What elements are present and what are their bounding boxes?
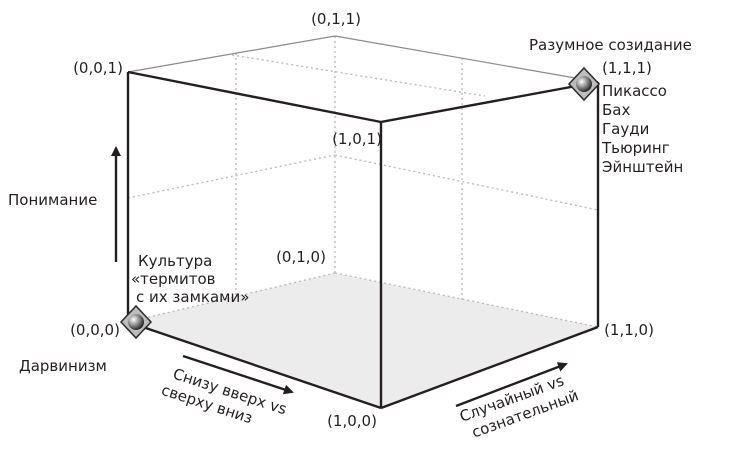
random-conscious-arrow xyxy=(455,362,568,408)
vertex-label-100: (1,0,0) xyxy=(327,412,377,430)
axis-label-understanding: Понимание xyxy=(8,191,97,209)
creator-picasso: Пикассо xyxy=(602,82,667,100)
back-top-edges xyxy=(127,35,599,83)
marker-origin xyxy=(119,304,153,340)
marker-top xyxy=(567,66,601,102)
label-darwinism: Дарвинизм xyxy=(19,357,107,375)
vertex-label-101: (1,0,1) xyxy=(332,130,382,148)
label-intelligent-design: Разумное созидание xyxy=(529,36,692,54)
vertex-label-011: (0,1,1) xyxy=(311,10,361,28)
termites-line1: Культура xyxy=(138,252,212,270)
creator-einstein: Эйнштейн xyxy=(602,158,683,176)
cube-floor xyxy=(128,273,598,408)
label-creators-list: Пикассо Бах Гауди Тьюринг Эйнштейн xyxy=(601,82,683,176)
creator-turing: Тьюринг xyxy=(601,139,670,157)
termites-line3: с их замками» xyxy=(136,288,249,306)
vertex-label-001: (0,0,1) xyxy=(73,59,123,77)
axis-label-random-conscious: Случайный vs сознательный xyxy=(457,368,581,443)
bottom-up-arrow xyxy=(182,354,294,395)
vertex-label-111: (1,1,1) xyxy=(602,59,652,77)
visible-edges xyxy=(126,70,600,410)
vertex-label-110: (1,1,0) xyxy=(604,321,654,339)
creator-gaudi: Гауди xyxy=(602,120,649,138)
vertex-label-000: (0,0,0) xyxy=(70,321,120,339)
vertex-label-010: (0,1,0) xyxy=(276,248,326,266)
axis-label-bottom-up: Снизу вверх vs сверху вниз xyxy=(159,363,293,438)
label-termites-culture: Культура «термитов с их замками» xyxy=(131,252,249,306)
termites-line2: «термитов xyxy=(131,270,216,288)
creator-bach: Бах xyxy=(602,101,630,119)
